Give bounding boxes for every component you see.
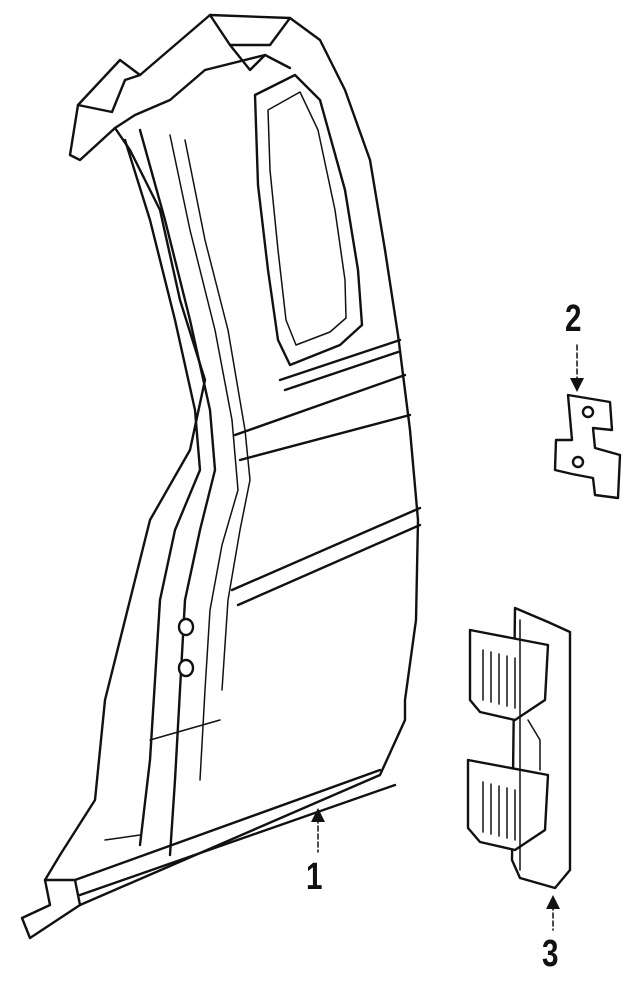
callout-label-3: 3 (542, 933, 559, 975)
vent-assembly-part[interactable] (466, 606, 572, 890)
callout-label-2: 2 (565, 298, 582, 340)
bracket-part[interactable] (553, 393, 622, 500)
callout-arrow-3 (546, 895, 560, 931)
callout-label-1: 1 (306, 856, 323, 898)
callout-arrow-1 (311, 808, 325, 853)
callout-arrow-2 (570, 344, 584, 392)
side-panel-part[interactable] (20, 13, 422, 940)
